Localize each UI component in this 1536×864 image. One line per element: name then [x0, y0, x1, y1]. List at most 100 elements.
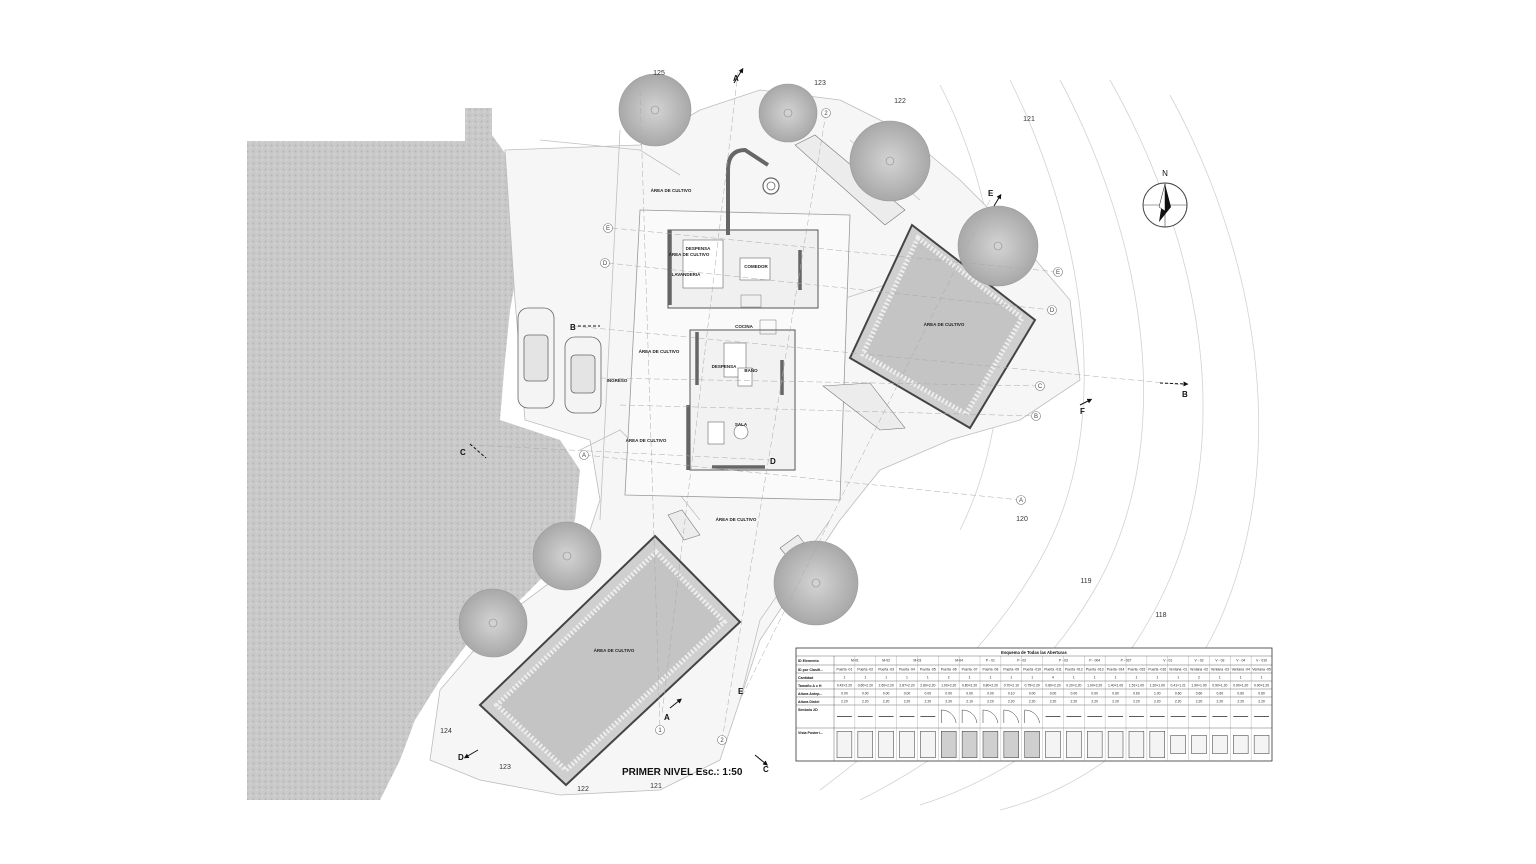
table-cell-id: V - 04 — [1236, 659, 1245, 663]
table-cell: Ventana -05 — [1252, 667, 1270, 671]
room-label-despensa: DESPENSA — [686, 246, 712, 251]
table-cell: 0.80×2.20 — [1045, 683, 1060, 687]
axis-bubbles — [579, 108, 1063, 745]
north-label: N — [1162, 169, 1168, 178]
contour-labels: 125 123 122 121 120 119 118 124 123 122 … — [440, 70, 1167, 793]
room-label-cultivo-w1: ÁREA DE CULTIVO — [669, 251, 710, 257]
opening-elevation — [1045, 731, 1061, 758]
room-labels: COMEDOR COCINA DESPENSA LAVANDERIA DESPE… — [594, 187, 965, 653]
table-cell-id: M-04 — [955, 659, 963, 663]
axis-label-b-right: B — [1034, 414, 1038, 420]
opening-elevation — [982, 731, 999, 758]
table-cell: Puerta -01 — [837, 667, 853, 671]
contour-121: 121 — [1023, 116, 1035, 123]
contour-122: 122 — [894, 98, 906, 105]
cut-e-top: E — [988, 189, 994, 198]
table-cell: 2.20 — [1237, 699, 1244, 703]
table-row-label: ID por Clasifi... — [798, 668, 823, 672]
table-cell: 0.60 — [1133, 691, 1140, 695]
table-row-label: Cantidad — [798, 676, 813, 680]
opening-elevation — [1212, 735, 1228, 754]
table-cell: 0.60 — [1258, 691, 1265, 695]
section-cuts: A A B B C C D D E E F — [458, 67, 1189, 774]
cut-a-bottom: A — [664, 713, 670, 722]
door-swing-symbol — [1003, 709, 1019, 724]
table-cell: 1.00×2.20 — [941, 683, 956, 687]
table-cell-id: P - 02 — [1017, 659, 1026, 663]
contour-118: 118 — [1155, 612, 1166, 619]
table-cell-id: P - 01 — [986, 659, 995, 663]
opening-elevation — [920, 731, 936, 758]
contour-124: 124 — [440, 728, 452, 735]
table-cell: Puerta -07 — [962, 667, 978, 671]
contour-122-bottom: 122 — [577, 786, 589, 793]
axis-label-d-right: D — [1050, 308, 1055, 314]
table-cell: 0.60 — [1237, 691, 1244, 695]
door-swing-symbol — [1024, 709, 1040, 724]
opening-elevation — [899, 731, 915, 758]
table-cell-id: P - 004 — [1089, 659, 1100, 663]
room-label-despensa-2: DESPENSA — [712, 364, 738, 369]
table-cell: 2.20 — [883, 699, 890, 703]
table-cell: Ventana -02 — [1190, 667, 1208, 671]
table-cell: 2.20 — [925, 699, 932, 703]
axis-label-a-right: A — [1019, 498, 1023, 504]
opening-elevation — [1024, 731, 1040, 758]
table-cell: Ventana -03 — [1211, 667, 1229, 671]
cut-b-left: B — [570, 323, 576, 332]
table-cell: 1 — [885, 675, 887, 679]
room-label-cultivo-s: ÁREA DE CULTIVO — [716, 516, 757, 522]
opening-elevation — [1128, 731, 1145, 758]
opening-elevation — [836, 731, 853, 758]
table-cell-id: M-01 — [851, 659, 859, 663]
table-cell: 2.20 — [1133, 699, 1140, 703]
table-cell: 2.20 — [1217, 699, 1224, 703]
table-row-label: ID Elemento — [798, 659, 820, 663]
door-swing-symbol — [982, 709, 999, 724]
table-cell: Puerta -011 — [1044, 667, 1062, 671]
parked-cars — [517, 307, 602, 414]
north-arrow: N — [1142, 169, 1188, 228]
opening-elevation — [1003, 731, 1019, 758]
table-cell: 1 — [969, 675, 971, 679]
table-cell: Puerta -010 — [1023, 667, 1041, 671]
axis-label-d: D — [603, 261, 608, 267]
room-label-sala: SALA — [735, 422, 748, 427]
axis-label-c-right: C — [1038, 384, 1043, 390]
table-cell: Puerta -06 — [941, 667, 957, 671]
cut-d-bottom: D — [458, 753, 464, 762]
table-cell: 2.20 — [1154, 699, 1161, 703]
cultivation-area-east — [848, 223, 1037, 430]
table-cell: 2.20 — [1196, 699, 1203, 703]
table-cell: Puerta -014 — [1107, 667, 1125, 671]
table-cell-id: V - 01 — [1163, 659, 1172, 663]
table-cell: 2.20 — [1008, 699, 1015, 703]
opening-elevation — [941, 731, 957, 758]
table-cell-id: P - 03 — [1059, 659, 1068, 663]
terrain-gravel — [247, 108, 580, 800]
table-cell: 0.00 — [841, 691, 848, 695]
table-cell: 0.90×1.20 — [1212, 683, 1227, 687]
contour-119: 119 — [1080, 578, 1091, 585]
table-cell: 2.87×2.20 — [899, 683, 914, 687]
table-cell: 0.00 — [1091, 691, 1098, 695]
table-cell: 1.40×1.00 — [1108, 683, 1123, 687]
cultivation-area-south — [478, 534, 742, 787]
table-cell: 2 — [1198, 675, 1200, 679]
table-cell: 1 — [1073, 675, 1075, 679]
table-cell: 0.00 — [883, 691, 890, 695]
table-cell: 2.20 — [1029, 699, 1036, 703]
room-label-bano: BAÑO — [744, 367, 758, 373]
door-swing-symbol — [941, 709, 957, 724]
cut-c-bottom: C — [763, 765, 769, 774]
table-row-label: Tamaño A x H — [798, 684, 822, 688]
table-cell: 0.00 — [945, 691, 952, 695]
table-cell: 2.20 — [1071, 699, 1078, 703]
house — [624, 147, 851, 501]
table-cell: 0.00 — [987, 691, 994, 695]
table-cell: 0.60 — [1112, 691, 1119, 695]
table-cell-id: M-03 — [914, 659, 922, 663]
axis-label-2-top: 2 — [824, 111, 828, 117]
table-cell: 0.80×2.20 — [983, 683, 998, 687]
table-cell: 1 — [1177, 675, 1179, 679]
